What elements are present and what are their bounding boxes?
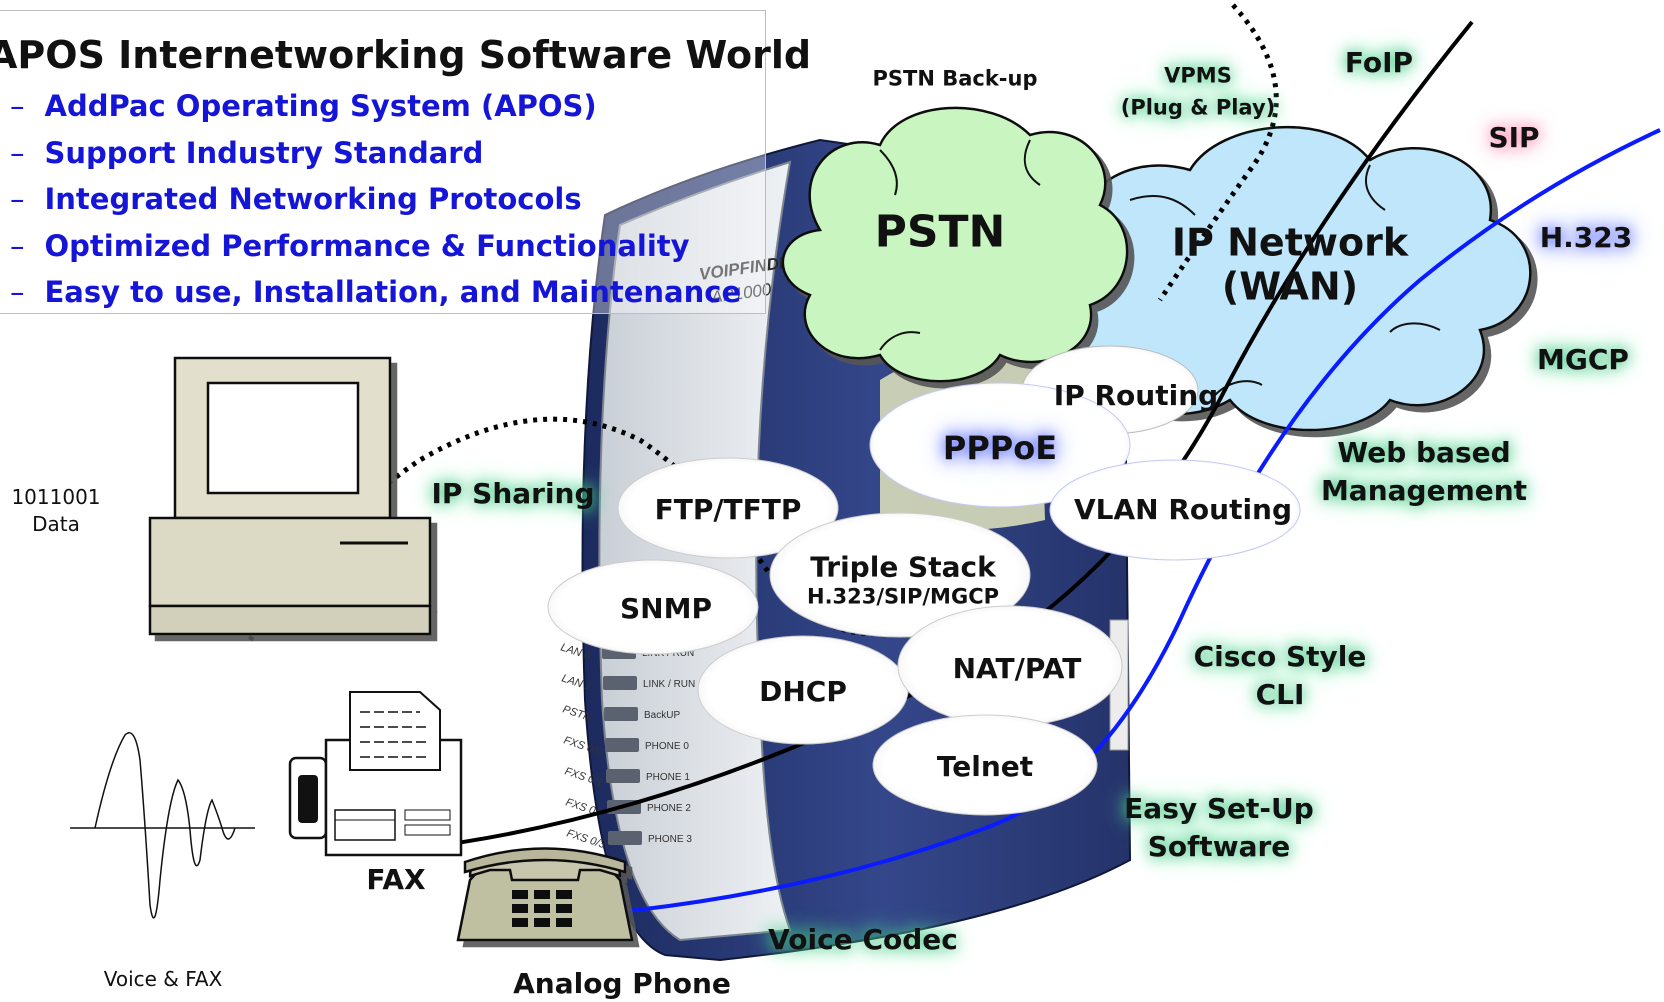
- triple-stack-label: Triple Stack H.323/SIP/MGCP: [807, 551, 999, 610]
- fax-line: [419, 20, 1474, 850]
- ellipse-triple-stack: [769, 512, 1031, 638]
- bullet-marker: –: [10, 135, 25, 170]
- cisco-cli-line2: CLI: [1255, 678, 1305, 711]
- pppoe-label: PPPoE: [942, 429, 1058, 468]
- voice-line: [619, 128, 1661, 914]
- mgcp-label: MGCP: [1537, 342, 1629, 376]
- bullet-marker: –: [10, 182, 25, 216]
- data-caption-line1: 1011001: [11, 485, 101, 509]
- voice-fax-caption: Voice & FAX: [103, 967, 223, 991]
- ip-sharing-label: IP Sharing: [431, 476, 595, 510]
- ip-network-cloud-label: IP Network (WAN): [1172, 221, 1408, 308]
- bullet-marker: –: [10, 275, 25, 309]
- vpms-label: VPMS (Plug & Play): [1121, 61, 1276, 124]
- port-led: [608, 831, 642, 845]
- bullet-item: –Optimized Performance & Functionality: [10, 229, 741, 276]
- bullet-marker: –: [10, 89, 25, 123]
- voice-waveform-icon: [70, 732, 255, 919]
- foip-label: FoIP: [1344, 45, 1414, 79]
- fax-illustration: [288, 691, 463, 857]
- web-management-line1: Web based: [1337, 436, 1511, 470]
- triple-stack-line2: H.323/SIP/MGCP: [807, 584, 999, 609]
- easy-setup-line1: Easy Set-Up: [1124, 792, 1314, 826]
- computer-illustration: [148, 356, 432, 636]
- bullet-item: –Easy to use, Installation, and Maintena…: [10, 275, 741, 322]
- cisco-cli-line1: Cisco Style: [1193, 640, 1367, 674]
- led-label: BackUP: [644, 710, 680, 721]
- triple-stack-line1: Triple Stack: [810, 550, 996, 584]
- port-led: [606, 769, 640, 783]
- port-led: [603, 676, 637, 690]
- voice-codec-label: Voice Codec: [768, 922, 958, 956]
- port-led: [604, 707, 638, 721]
- ellipse-pppoe: [869, 382, 1131, 508]
- led-label: PHONE 1: [646, 772, 690, 783]
- port-led: [605, 738, 639, 752]
- bullet-item: –Integrated Networking Protocols: [10, 182, 741, 229]
- easy-setup-label: Easy Set-Up Software: [1124, 790, 1314, 866]
- data-caption-line2: Data: [32, 512, 80, 536]
- bullet-text: Support Industry Standard: [44, 135, 484, 170]
- snmp-label: SNMP: [620, 591, 712, 625]
- ellipse-snmp: [547, 559, 759, 655]
- web-management-line2: Management: [1320, 474, 1528, 507]
- ellipse-telnet: [872, 714, 1098, 816]
- ftp-tftp-label: FTP/TFTP: [654, 492, 802, 526]
- bullet-item: –AddPac Operating System (APOS): [10, 89, 741, 136]
- data-caption: 1011001 Data: [0, 484, 114, 538]
- led-label: PHONE 0: [645, 741, 689, 752]
- ip-network-label-line2: (WAN): [1221, 264, 1359, 308]
- telnet-label: Telnet: [936, 749, 1034, 783]
- dhcp-label: DHCP: [759, 674, 847, 708]
- nat-pat-label: NAT/PAT: [952, 651, 1082, 685]
- intro-panel: APOS Internetworking Software World –Add…: [0, 10, 811, 314]
- pstn-cloud: [781, 106, 1129, 383]
- fax-label: FAX: [366, 862, 426, 896]
- easy-setup-line2: Software: [1147, 830, 1291, 863]
- pstn-backup-label: PSTN Back-up: [872, 66, 1038, 91]
- bullet-item: –Support Industry Standard: [10, 136, 741, 183]
- sip-label: SIP: [1488, 120, 1540, 154]
- ip-network-label-line1: IP Network: [1171, 220, 1409, 265]
- analog-phone-label: Analog Phone: [513, 966, 731, 1000]
- cisco-cli-label: Cisco Style CLI: [1194, 638, 1367, 714]
- led-label: PHONE 3: [648, 834, 692, 845]
- vpms-line1: VPMS: [1164, 63, 1232, 88]
- bullet-text: AddPac Operating System (APOS): [44, 89, 597, 123]
- analog-phone-illustration: [456, 847, 634, 942]
- led-label: PHONE 2: [647, 803, 691, 814]
- pstn-cloud-label: PSTN: [874, 206, 1006, 258]
- ellipse-ftp-tftp: [617, 457, 839, 559]
- bullet-marker: –: [10, 228, 25, 263]
- vpms-line2: (Plug & Play): [1120, 95, 1276, 119]
- vlan-routing-label: VLAN Routing: [1073, 492, 1293, 526]
- bullet-text: Integrated Networking Protocols: [44, 182, 582, 216]
- led-label: LINK / RUN: [643, 679, 695, 690]
- h323-label: H.323: [1539, 220, 1633, 254]
- page-title: APOS Internetworking Software World: [0, 33, 812, 77]
- feature-ellipses: [547, 345, 1301, 816]
- bullet-text: Optimized Performance & Functionality: [44, 228, 690, 263]
- ip-routing-label: IP Routing: [1053, 378, 1219, 412]
- ellipse-vlan-routing: [1049, 459, 1301, 561]
- bullet-text: Easy to use, Installation, and Maintenan…: [44, 275, 742, 309]
- feature-bullet-list: –AddPac Operating System (APOS) –Support…: [10, 89, 741, 322]
- dotted-wan-arc: [1157, 3, 1279, 302]
- web-management-label: Web based Management: [1321, 434, 1527, 510]
